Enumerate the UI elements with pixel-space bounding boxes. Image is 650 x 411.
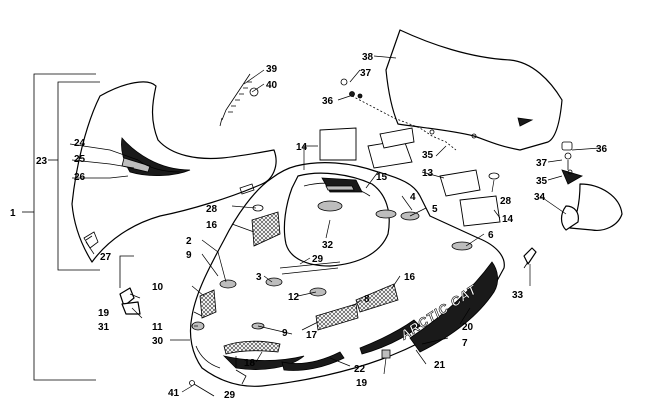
callout-14b: 14 xyxy=(502,214,514,225)
callout-25: 25 xyxy=(74,154,86,165)
callout-33: 33 xyxy=(512,290,524,301)
callout-36a: 36 xyxy=(322,96,334,107)
callout-13: 13 xyxy=(422,168,434,179)
callout-41: 41 xyxy=(168,388,180,399)
decal-13 xyxy=(439,169,481,197)
bracket-1 xyxy=(33,73,96,381)
callout-5: 5 xyxy=(432,204,438,215)
callout-3: 3 xyxy=(256,272,262,283)
callout-2: 2 xyxy=(186,236,192,247)
screw-37-top xyxy=(340,78,348,86)
callout-20: 20 xyxy=(462,322,474,333)
callout-26: 26 xyxy=(74,172,86,183)
callout-36b: 36 xyxy=(596,144,608,155)
decal-14-right xyxy=(459,195,501,227)
callout-38: 38 xyxy=(362,52,374,63)
callout-12: 12 xyxy=(288,292,300,303)
callout-30: 30 xyxy=(152,336,164,347)
callout-16b: 16 xyxy=(404,272,416,283)
callout-6: 6 xyxy=(488,230,494,241)
callout-37b: 37 xyxy=(536,158,548,169)
callout-31: 31 xyxy=(98,322,110,333)
callout-16a: 16 xyxy=(206,220,218,231)
callout-29b: 29 xyxy=(224,390,236,401)
leader-lines xyxy=(69,55,601,393)
callout-39: 39 xyxy=(266,64,278,75)
callout-7: 7 xyxy=(462,338,468,349)
hood-spring xyxy=(219,73,259,127)
clip-33 xyxy=(523,247,537,269)
callout-labels: 1 2 3 4 5 6 7 8 9 9 10 11 12 13 14 14 15… xyxy=(10,52,608,401)
callout-23: 23 xyxy=(36,156,48,167)
grommet-28-right xyxy=(488,172,500,180)
callout-35a: 35 xyxy=(422,150,434,161)
windshield xyxy=(351,29,563,151)
callout-9b: 9 xyxy=(282,328,288,339)
mirror-assembly xyxy=(560,141,623,231)
callout-32: 32 xyxy=(322,240,334,251)
callout-24: 24 xyxy=(74,138,86,149)
callout-8: 8 xyxy=(364,294,370,305)
callout-35b: 35 xyxy=(536,176,548,187)
callout-40: 40 xyxy=(266,80,278,91)
callout-9a: 9 xyxy=(186,250,192,261)
callout-10: 10 xyxy=(152,282,164,293)
callout-18: 18 xyxy=(244,358,256,369)
callout-14a: 14 xyxy=(296,142,308,153)
callout-22: 22 xyxy=(354,364,366,375)
callout-27: 27 xyxy=(100,252,112,263)
callout-37a: 37 xyxy=(360,68,372,79)
pin-41 xyxy=(193,383,215,397)
clip-19-left xyxy=(119,287,135,307)
callout-21: 21 xyxy=(434,360,446,371)
callout-15: 15 xyxy=(376,172,388,183)
callout-19a: 19 xyxy=(98,308,110,319)
callout-28a: 28 xyxy=(206,204,218,215)
callout-1: 1 xyxy=(10,208,16,219)
decal-14-top xyxy=(319,127,357,161)
callout-4: 4 xyxy=(410,192,416,203)
callout-11: 11 xyxy=(152,322,163,333)
hood xyxy=(189,162,505,387)
decal-top-small xyxy=(379,127,415,149)
callout-17: 17 xyxy=(306,330,318,341)
bracket-23 xyxy=(57,81,100,271)
callout-29a: 29 xyxy=(312,254,324,265)
callout-19b: 19 xyxy=(356,378,368,389)
screw-36-top xyxy=(349,91,355,97)
callout-34: 34 xyxy=(534,192,546,203)
callout-28b: 28 xyxy=(500,196,512,207)
bracket-31 xyxy=(121,301,141,315)
